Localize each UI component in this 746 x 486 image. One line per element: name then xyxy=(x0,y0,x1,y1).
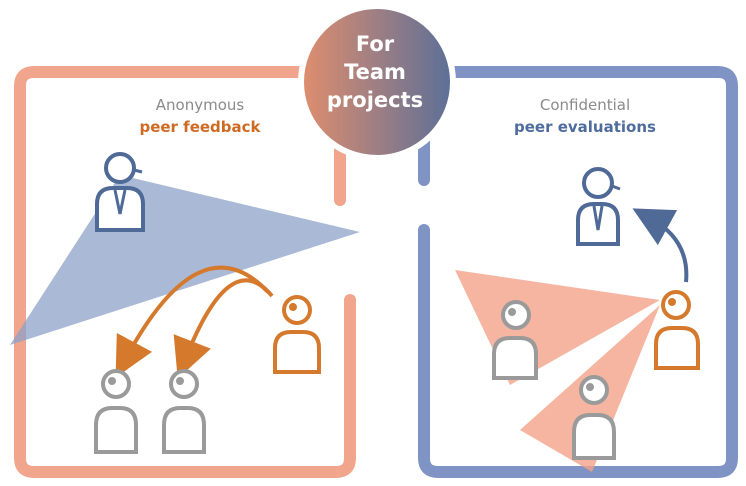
person-icon xyxy=(572,375,616,460)
person-icon xyxy=(162,369,206,454)
badge-line-2: Team xyxy=(344,60,406,84)
badge-line-1: For xyxy=(355,32,395,56)
person-icon xyxy=(654,290,700,370)
center-badge xyxy=(298,3,456,161)
curved-arrow-icon xyxy=(115,265,270,378)
curved-arrow-icon xyxy=(632,208,689,283)
curved-arrow-icon xyxy=(173,278,274,379)
person-icon xyxy=(94,369,138,454)
person-icon xyxy=(273,295,321,374)
right-heading-line1: Confidential xyxy=(539,96,631,114)
right-heading-line2: peer evaluations xyxy=(514,118,656,136)
manager-icon xyxy=(576,167,621,246)
person-icon xyxy=(492,300,538,380)
left-heading-line1: Anonymous xyxy=(155,96,245,114)
badge-line-3: projects xyxy=(326,88,424,112)
center-badge-text: For Team projects xyxy=(300,30,450,114)
manager-icon xyxy=(95,152,145,232)
left-heading-line2: peer feedback xyxy=(139,118,261,136)
